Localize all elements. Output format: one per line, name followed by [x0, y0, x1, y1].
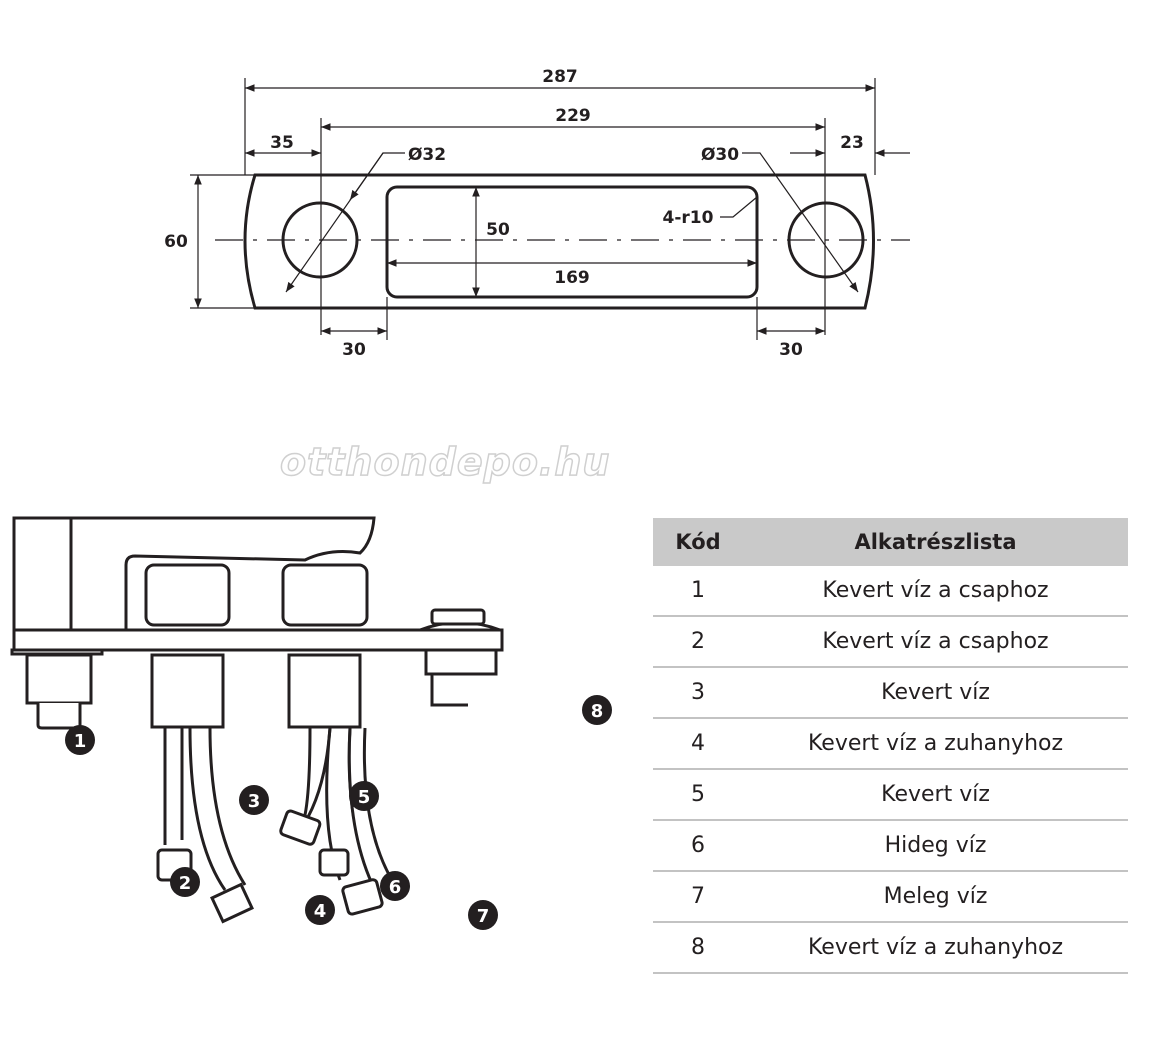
- dim-229: 229: [555, 106, 591, 126]
- dim-35: 35: [270, 133, 294, 153]
- callout-4: 4: [314, 901, 327, 922]
- plate-outline: [243, 173, 875, 310]
- callout-8: 8: [591, 701, 604, 722]
- callout-7: 7: [477, 906, 490, 927]
- dim-diameter-32: Ø32: [408, 145, 446, 165]
- row-code: 1: [653, 566, 743, 617]
- dim-60: 60: [164, 232, 188, 252]
- dim-50: 50: [486, 220, 510, 240]
- row-name: Hideg víz: [743, 820, 1128, 872]
- row-code: 4: [653, 718, 743, 770]
- header-parts-list: Alkatrészlista: [743, 518, 1128, 566]
- dim-corner-radius: 4-r10: [663, 208, 714, 228]
- mounting-plate-drawing: 287 229 35 23 60 50 169 30 30 Ø32 Ø30 4-…: [164, 67, 910, 360]
- dim-30-right: 30: [779, 340, 803, 360]
- dim-23: 23: [840, 133, 864, 153]
- row-name: Kevert víz a zuhanyhoz: [743, 922, 1128, 974]
- callout-badges: 1 2 3 4 5 6 7 8: [65, 695, 612, 930]
- callout-2: 2: [179, 873, 192, 894]
- callout-6: 6: [389, 877, 402, 898]
- callout-1: 1: [74, 731, 87, 752]
- row-code: 8: [653, 922, 743, 974]
- callout-3: 3: [248, 791, 261, 812]
- row-name: Kevert víz: [743, 769, 1128, 821]
- row-code: 3: [653, 667, 743, 719]
- row-name: Kevert víz a csaphoz: [743, 616, 1128, 668]
- callout-5: 5: [358, 787, 371, 808]
- row-name: Kevert víz a csaphoz: [743, 566, 1128, 617]
- faucet-side-view: [10, 516, 504, 924]
- table-header: Kód Alkatrészlista: [653, 518, 1128, 566]
- watermark: otthondepo.hu: [279, 439, 611, 485]
- row-code: 2: [653, 616, 743, 668]
- row-name: Kevert víz a zuhanyhoz: [743, 718, 1128, 770]
- center-slot: [385, 185, 759, 299]
- row-code: 6: [653, 820, 743, 872]
- dim-287: 287: [542, 67, 578, 87]
- row-code: 7: [653, 871, 743, 923]
- row-code: 5: [653, 769, 743, 821]
- row-name: Kevert víz: [743, 667, 1128, 719]
- dim-diameter-30: Ø30: [701, 145, 739, 165]
- dim-169: 169: [554, 268, 590, 288]
- dim-30-left: 30: [342, 340, 366, 360]
- row-name: Meleg víz: [743, 871, 1128, 923]
- header-code: Kód: [653, 518, 743, 566]
